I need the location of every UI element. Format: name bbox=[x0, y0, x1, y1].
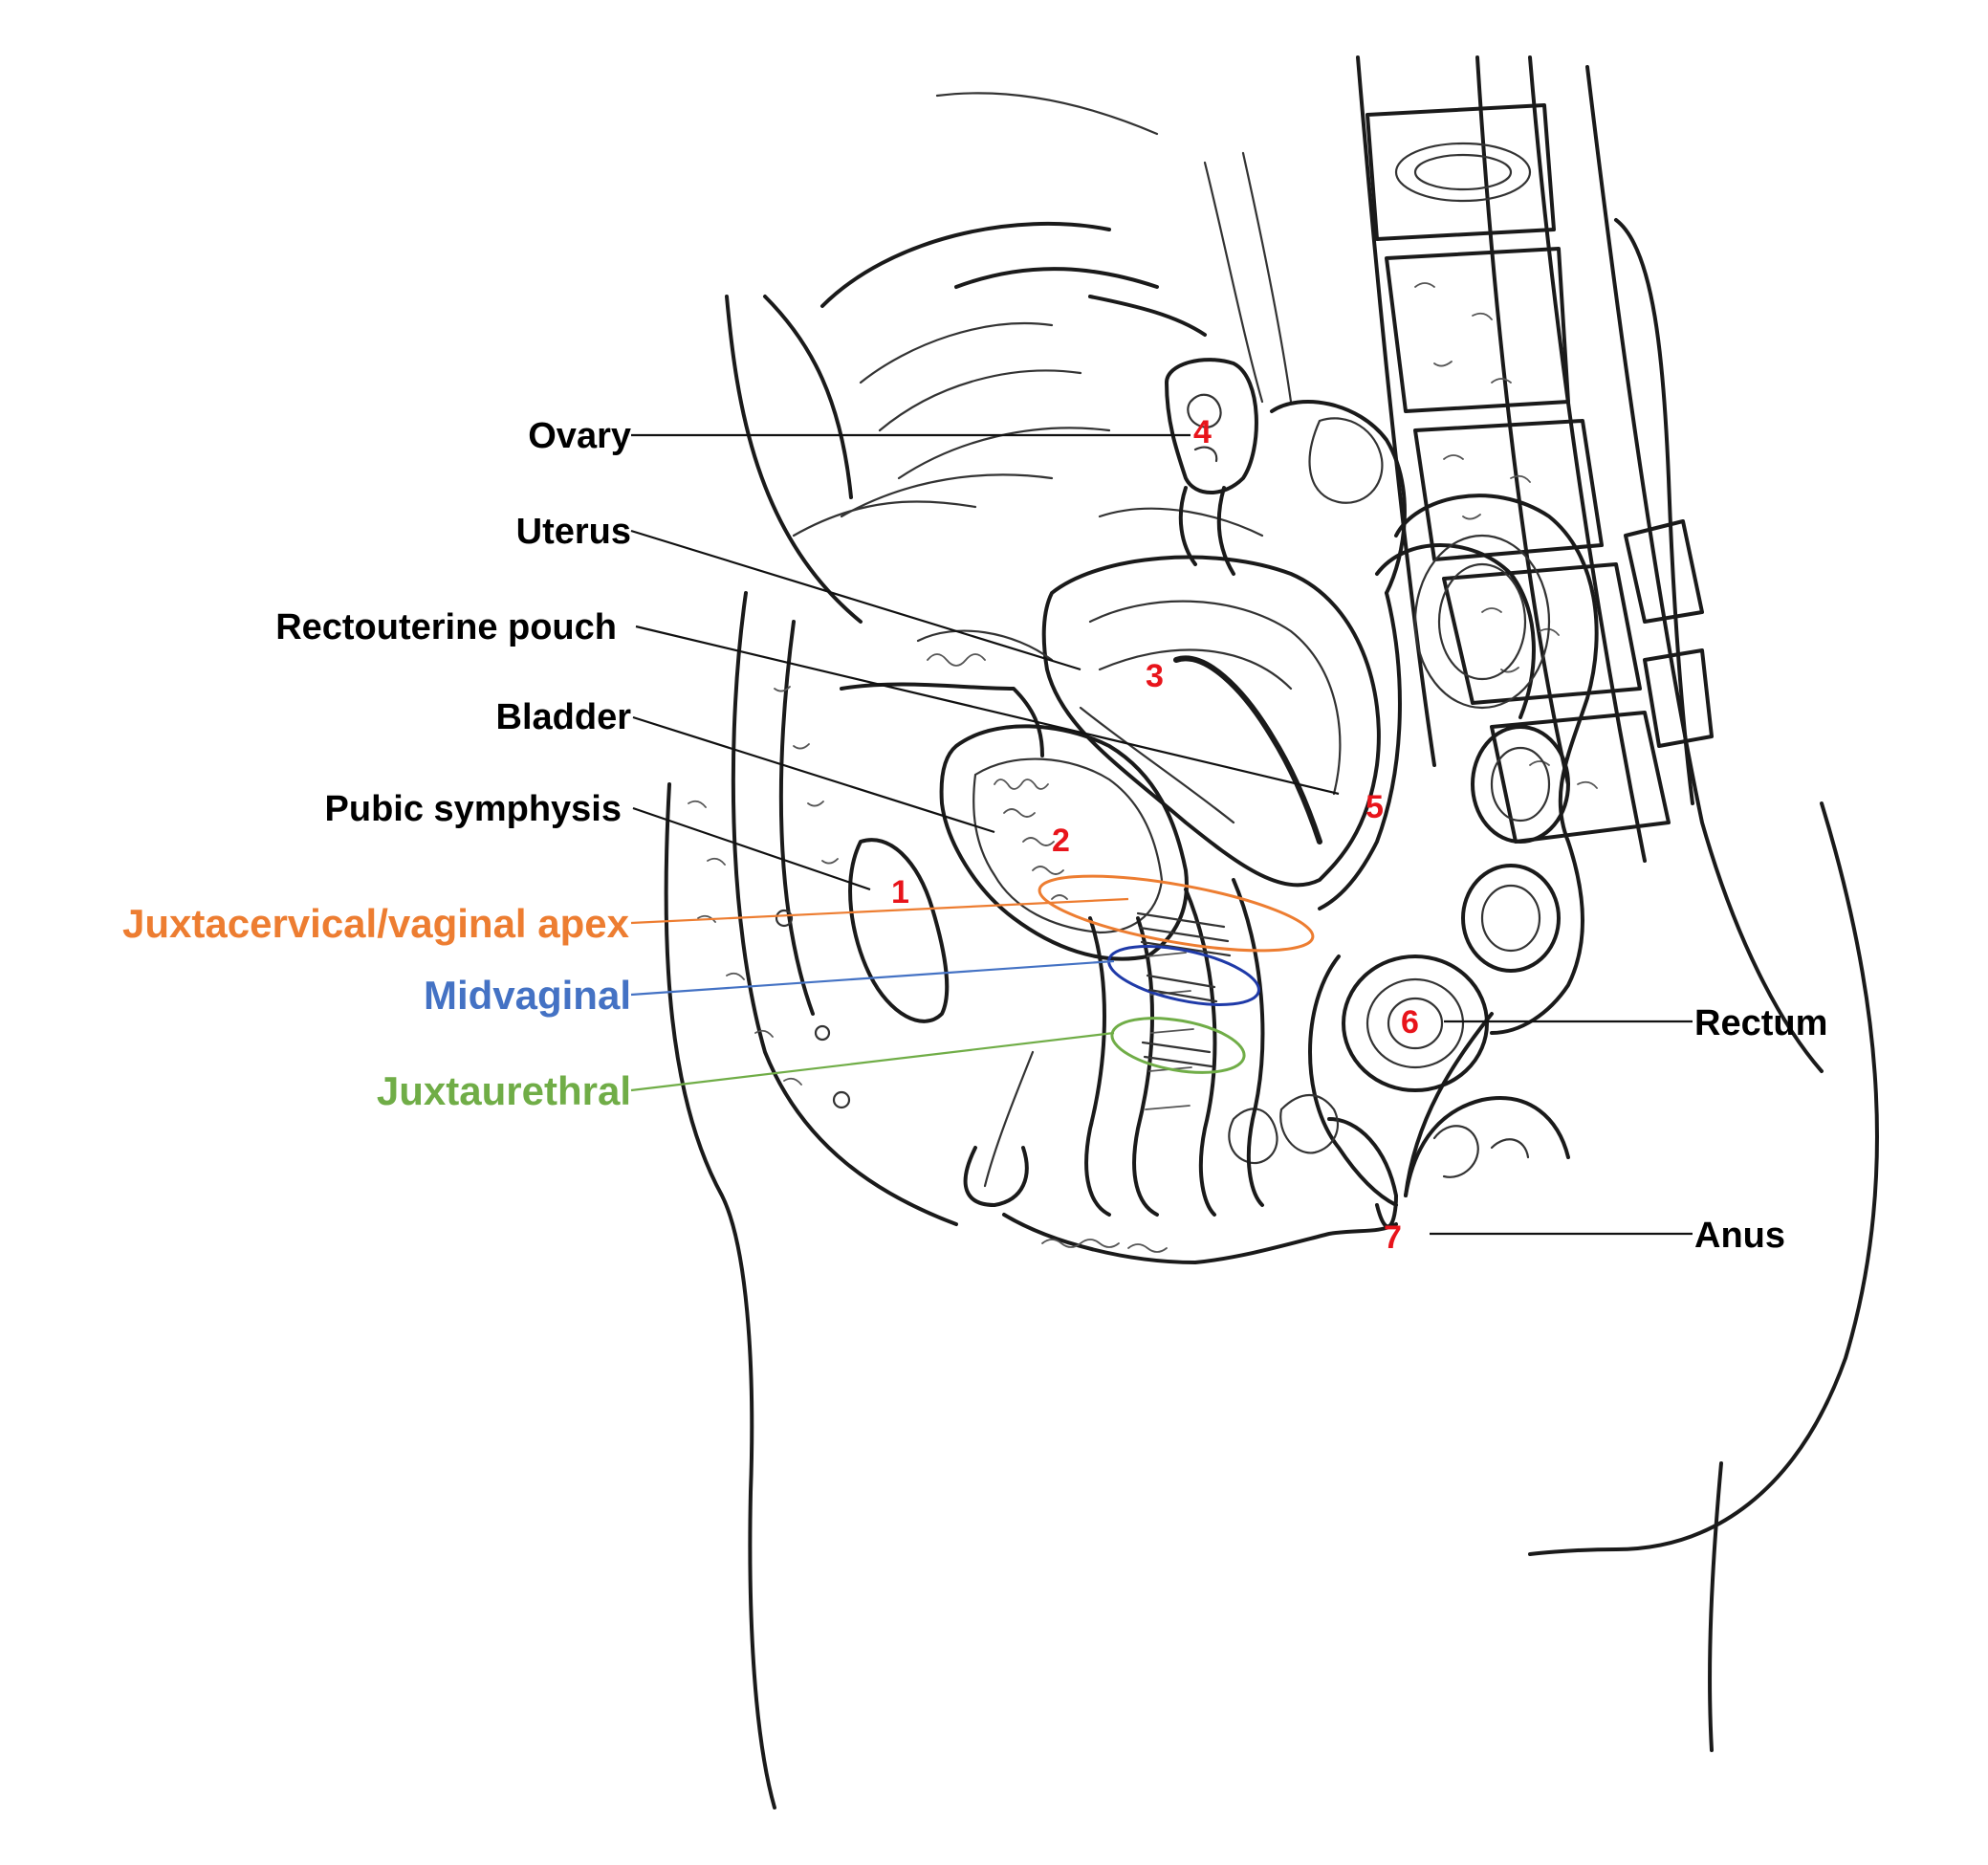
label-juxtaurethral: Juxtaurethral bbox=[377, 1068, 631, 1113]
pouch-leader bbox=[635, 625, 1340, 796]
midvaginal-ring bbox=[1107, 945, 1260, 1006]
pouch-shape bbox=[1270, 400, 1407, 911]
label-midvaginal: Midvaginal bbox=[424, 973, 631, 1018]
marker-2: 2 bbox=[1052, 823, 1070, 859]
uterus-shape bbox=[1041, 555, 1381, 888]
spine bbox=[1365, 103, 1714, 844]
label-rectum: Rectum bbox=[1694, 1003, 1827, 1043]
juxtaurethral-stripes bbox=[1141, 1041, 1213, 1068]
label-ovary: Ovary bbox=[528, 416, 631, 456]
pubic-leader bbox=[632, 806, 871, 891]
label-pubic-symphysis: Pubic symphysis bbox=[325, 789, 622, 829]
marker-1: 1 bbox=[891, 874, 909, 911]
anal-region bbox=[1228, 1094, 1570, 1229]
marker-5: 5 bbox=[1365, 789, 1384, 825]
intestinal-loops bbox=[725, 92, 1293, 624]
uterus-leader bbox=[630, 529, 1081, 671]
label-uterus: Uterus bbox=[516, 512, 631, 552]
juxtaurethral-ring bbox=[1110, 1017, 1246, 1074]
label-anus: Anus bbox=[1694, 1216, 1785, 1256]
marker-3: 3 bbox=[1146, 658, 1164, 694]
body-outline bbox=[664, 55, 1879, 1810]
midvaginal-leader bbox=[630, 959, 1115, 997]
bladder-leader bbox=[632, 715, 995, 834]
juxtacervical-leader bbox=[630, 897, 1129, 925]
rectum-shape bbox=[1308, 494, 1599, 1207]
label-bladder: Bladder bbox=[496, 697, 632, 737]
marker-6: 6 bbox=[1401, 1004, 1419, 1041]
vagina-shape bbox=[963, 878, 1398, 1264]
marker-4: 4 bbox=[1193, 414, 1212, 450]
juxtacervical-stripes bbox=[1136, 911, 1232, 957]
ovary-shape bbox=[1165, 358, 1258, 576]
juxtaurethral-leader bbox=[630, 1031, 1115, 1092]
label-rectouterine-pouch: Rectouterine pouch bbox=[275, 607, 617, 647]
juxtacervical-ring bbox=[1038, 874, 1315, 953]
pubic-symphysis-shape bbox=[688, 591, 1054, 1226]
midvaginal-stripes bbox=[1146, 974, 1218, 1003]
label-juxtacervical: Juxtacervical/vaginal apex bbox=[122, 901, 630, 946]
marker-7: 7 bbox=[1384, 1219, 1402, 1256]
